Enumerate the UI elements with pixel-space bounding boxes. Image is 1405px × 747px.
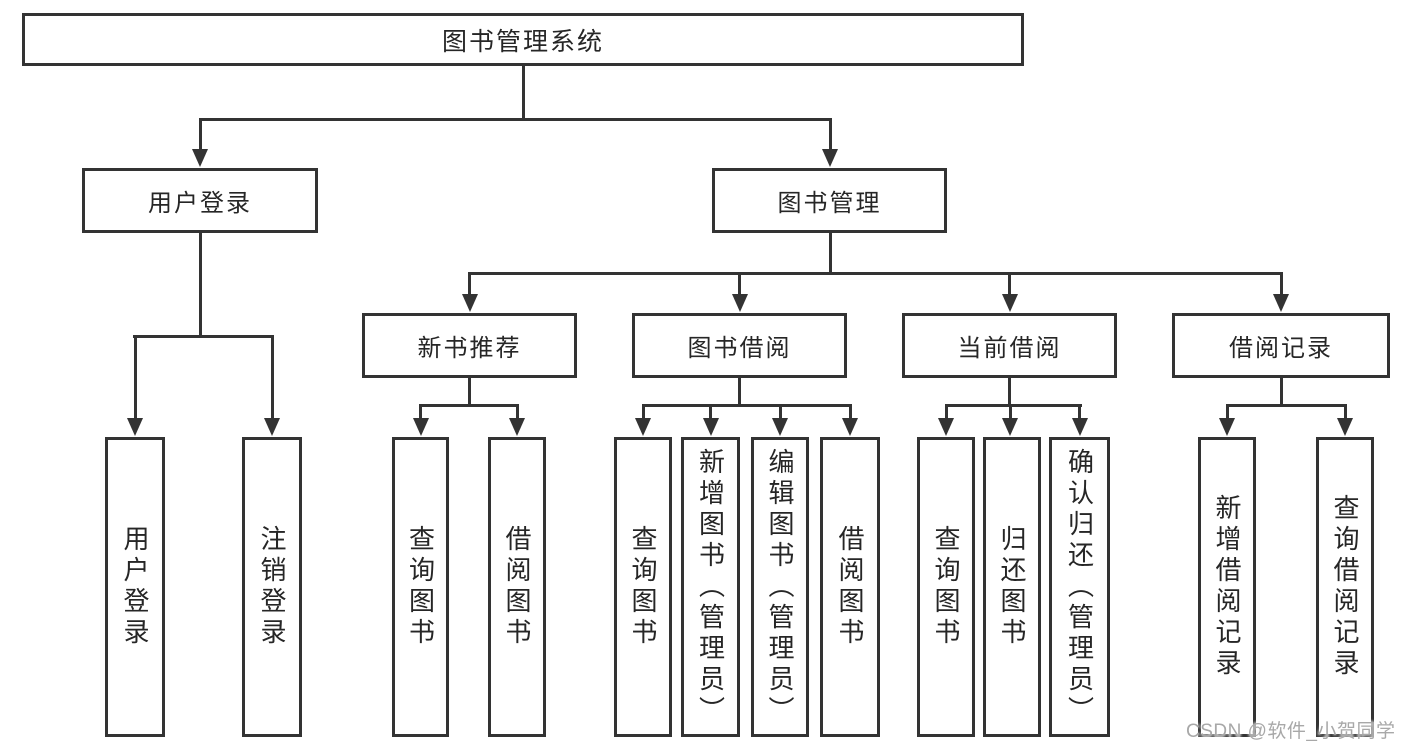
node-new-books-label: 新书推荐	[417, 335, 522, 362]
leaf-book-borrow-edit: 编辑图书（管理员）	[751, 437, 809, 737]
arrow-down-icon	[509, 418, 525, 436]
connector-book-borrow-shaft-2	[709, 407, 712, 420]
leaf-book-borrow-add-label: 新增图书（管理员）	[695, 447, 726, 727]
connector-book-borrow-bar	[641, 404, 852, 407]
leaf-current-borrow-confirm-label: 确认归还（管理员）	[1064, 447, 1095, 727]
leaf-records-add-label: 新增借阅记录	[1212, 494, 1242, 680]
connector-shaft-current-borrow	[1008, 275, 1011, 296]
connector-book-borrow-shaft-1	[641, 407, 645, 420]
node-library-system-label: 图书管理系统	[441, 27, 604, 56]
arrow-down-icon	[702, 418, 719, 436]
arrow-down-icon	[772, 418, 788, 436]
node-book-management: 图书管理	[712, 168, 947, 233]
arrow-down-icon	[635, 418, 651, 436]
connector-user-login-bar	[133, 335, 274, 338]
leaf-logout: 注销登录	[242, 437, 302, 737]
node-new-books: 新书推荐	[362, 313, 577, 378]
leaf-current-borrow-query: 查询图书	[917, 437, 975, 737]
connector-user-login-shaft-2	[270, 338, 274, 420]
leaf-book-borrow-query-label: 查询图书	[628, 525, 658, 649]
arrow-down-icon	[1002, 418, 1018, 436]
leaf-new-books-query-label: 查询图书	[405, 525, 436, 649]
connector-root-shaft-right	[828, 121, 832, 151]
arrow-down-icon	[1219, 418, 1235, 436]
arrow-down-icon	[822, 149, 838, 167]
leaf-records-query: 查询借阅记录	[1316, 437, 1374, 737]
leaf-book-borrow-add: 新增图书（管理员）	[681, 437, 740, 737]
connector-borrow-records-stem	[1279, 378, 1283, 407]
node-library-system: 图书管理系统	[22, 13, 1024, 66]
leaf-book-borrow-edit-label: 编辑图书（管理员）	[765, 447, 795, 727]
node-user-login: 用户登录	[82, 168, 318, 233]
arrow-down-icon	[264, 418, 280, 436]
connector-borrow-records-shaft-2	[1343, 407, 1347, 420]
connector-book-mgmt-bar	[468, 272, 1283, 275]
connector-new-books-shaft-2	[515, 407, 519, 420]
connector-user-login-stem	[198, 233, 202, 338]
connector-new-books-stem	[468, 378, 471, 407]
connector-current-borrow-shaft-3	[1078, 407, 1081, 420]
connector-borrow-records-bar	[1225, 404, 1347, 407]
leaf-book-borrow-borrow: 借阅图书	[820, 437, 880, 737]
connector-new-books-bar	[419, 404, 519, 407]
node-current-borrow: 当前借阅	[902, 313, 1117, 378]
connector-new-books-shaft-1	[419, 407, 422, 420]
connector-current-borrow-bar	[944, 404, 1082, 407]
leaf-book-borrow-query: 查询图书	[614, 437, 672, 737]
leaf-current-borrow-query-label: 查询图书	[931, 525, 961, 649]
arrow-down-icon	[412, 418, 429, 436]
leaf-user-login-label: 用户登录	[120, 525, 150, 649]
leaf-new-books-borrow-label: 借阅图书	[502, 525, 532, 649]
arrow-down-icon	[127, 418, 143, 436]
connector-book-borrow-stem	[738, 378, 741, 407]
connector-book-borrow-shaft-4	[848, 407, 852, 420]
leaf-new-books-borrow: 借阅图书	[488, 437, 546, 737]
arrow-down-icon	[938, 418, 954, 436]
connector-shaft-new-books	[468, 275, 471, 296]
connector-root-bar	[198, 118, 832, 121]
connector-user-login-shaft-1	[133, 338, 137, 420]
node-book-borrow-label: 图书借阅	[687, 335, 792, 362]
connector-current-borrow-shaft-1	[944, 407, 948, 420]
watermark: CSDN @软件_小贺同学	[1186, 721, 1396, 742]
connector-root-stem	[521, 66, 525, 121]
leaf-records-add: 新增借阅记录	[1198, 437, 1256, 737]
arrow-down-icon	[1001, 294, 1018, 312]
connector-shaft-borrow-records	[1279, 275, 1283, 296]
connector-current-borrow-shaft-2	[1008, 407, 1012, 420]
leaf-logout-label: 注销登录	[257, 525, 287, 649]
arrow-down-icon	[461, 294, 478, 312]
leaf-records-query-label: 查询借阅记录	[1330, 494, 1360, 680]
connector-shaft-book-borrow	[738, 275, 741, 296]
node-borrow-records-label: 借阅记录	[1229, 335, 1333, 362]
connector-book-borrow-shaft-3	[778, 407, 782, 420]
connector-borrow-records-shaft-1	[1225, 407, 1229, 420]
arrow-down-icon	[1273, 294, 1289, 312]
node-book-borrow: 图书借阅	[632, 313, 847, 378]
node-current-borrow-label: 当前借阅	[957, 335, 1062, 362]
leaf-current-borrow-return: 归还图书	[983, 437, 1041, 737]
leaf-current-borrow-return-label: 归还图书	[997, 525, 1027, 649]
arrow-down-icon	[842, 418, 858, 436]
arrow-down-icon	[1071, 418, 1088, 436]
node-user-login-label: 用户登录	[148, 190, 252, 217]
connector-book-mgmt-stem	[828, 233, 832, 275]
leaf-user-login: 用户登录	[105, 437, 165, 737]
leaf-current-borrow-confirm: 确认归还（管理员）	[1049, 437, 1110, 737]
connector-current-borrow-stem	[1008, 378, 1011, 407]
node-borrow-records: 借阅记录	[1172, 313, 1390, 378]
leaf-new-books-query: 查询图书	[392, 437, 449, 737]
connector-root-shaft-left	[198, 121, 202, 151]
arrow-down-icon	[1337, 418, 1353, 436]
arrow-down-icon	[731, 294, 748, 312]
node-book-management-label: 图书管理	[777, 190, 882, 217]
arrow-down-icon	[192, 149, 208, 167]
leaf-book-borrow-borrow-label: 借阅图书	[835, 525, 865, 649]
